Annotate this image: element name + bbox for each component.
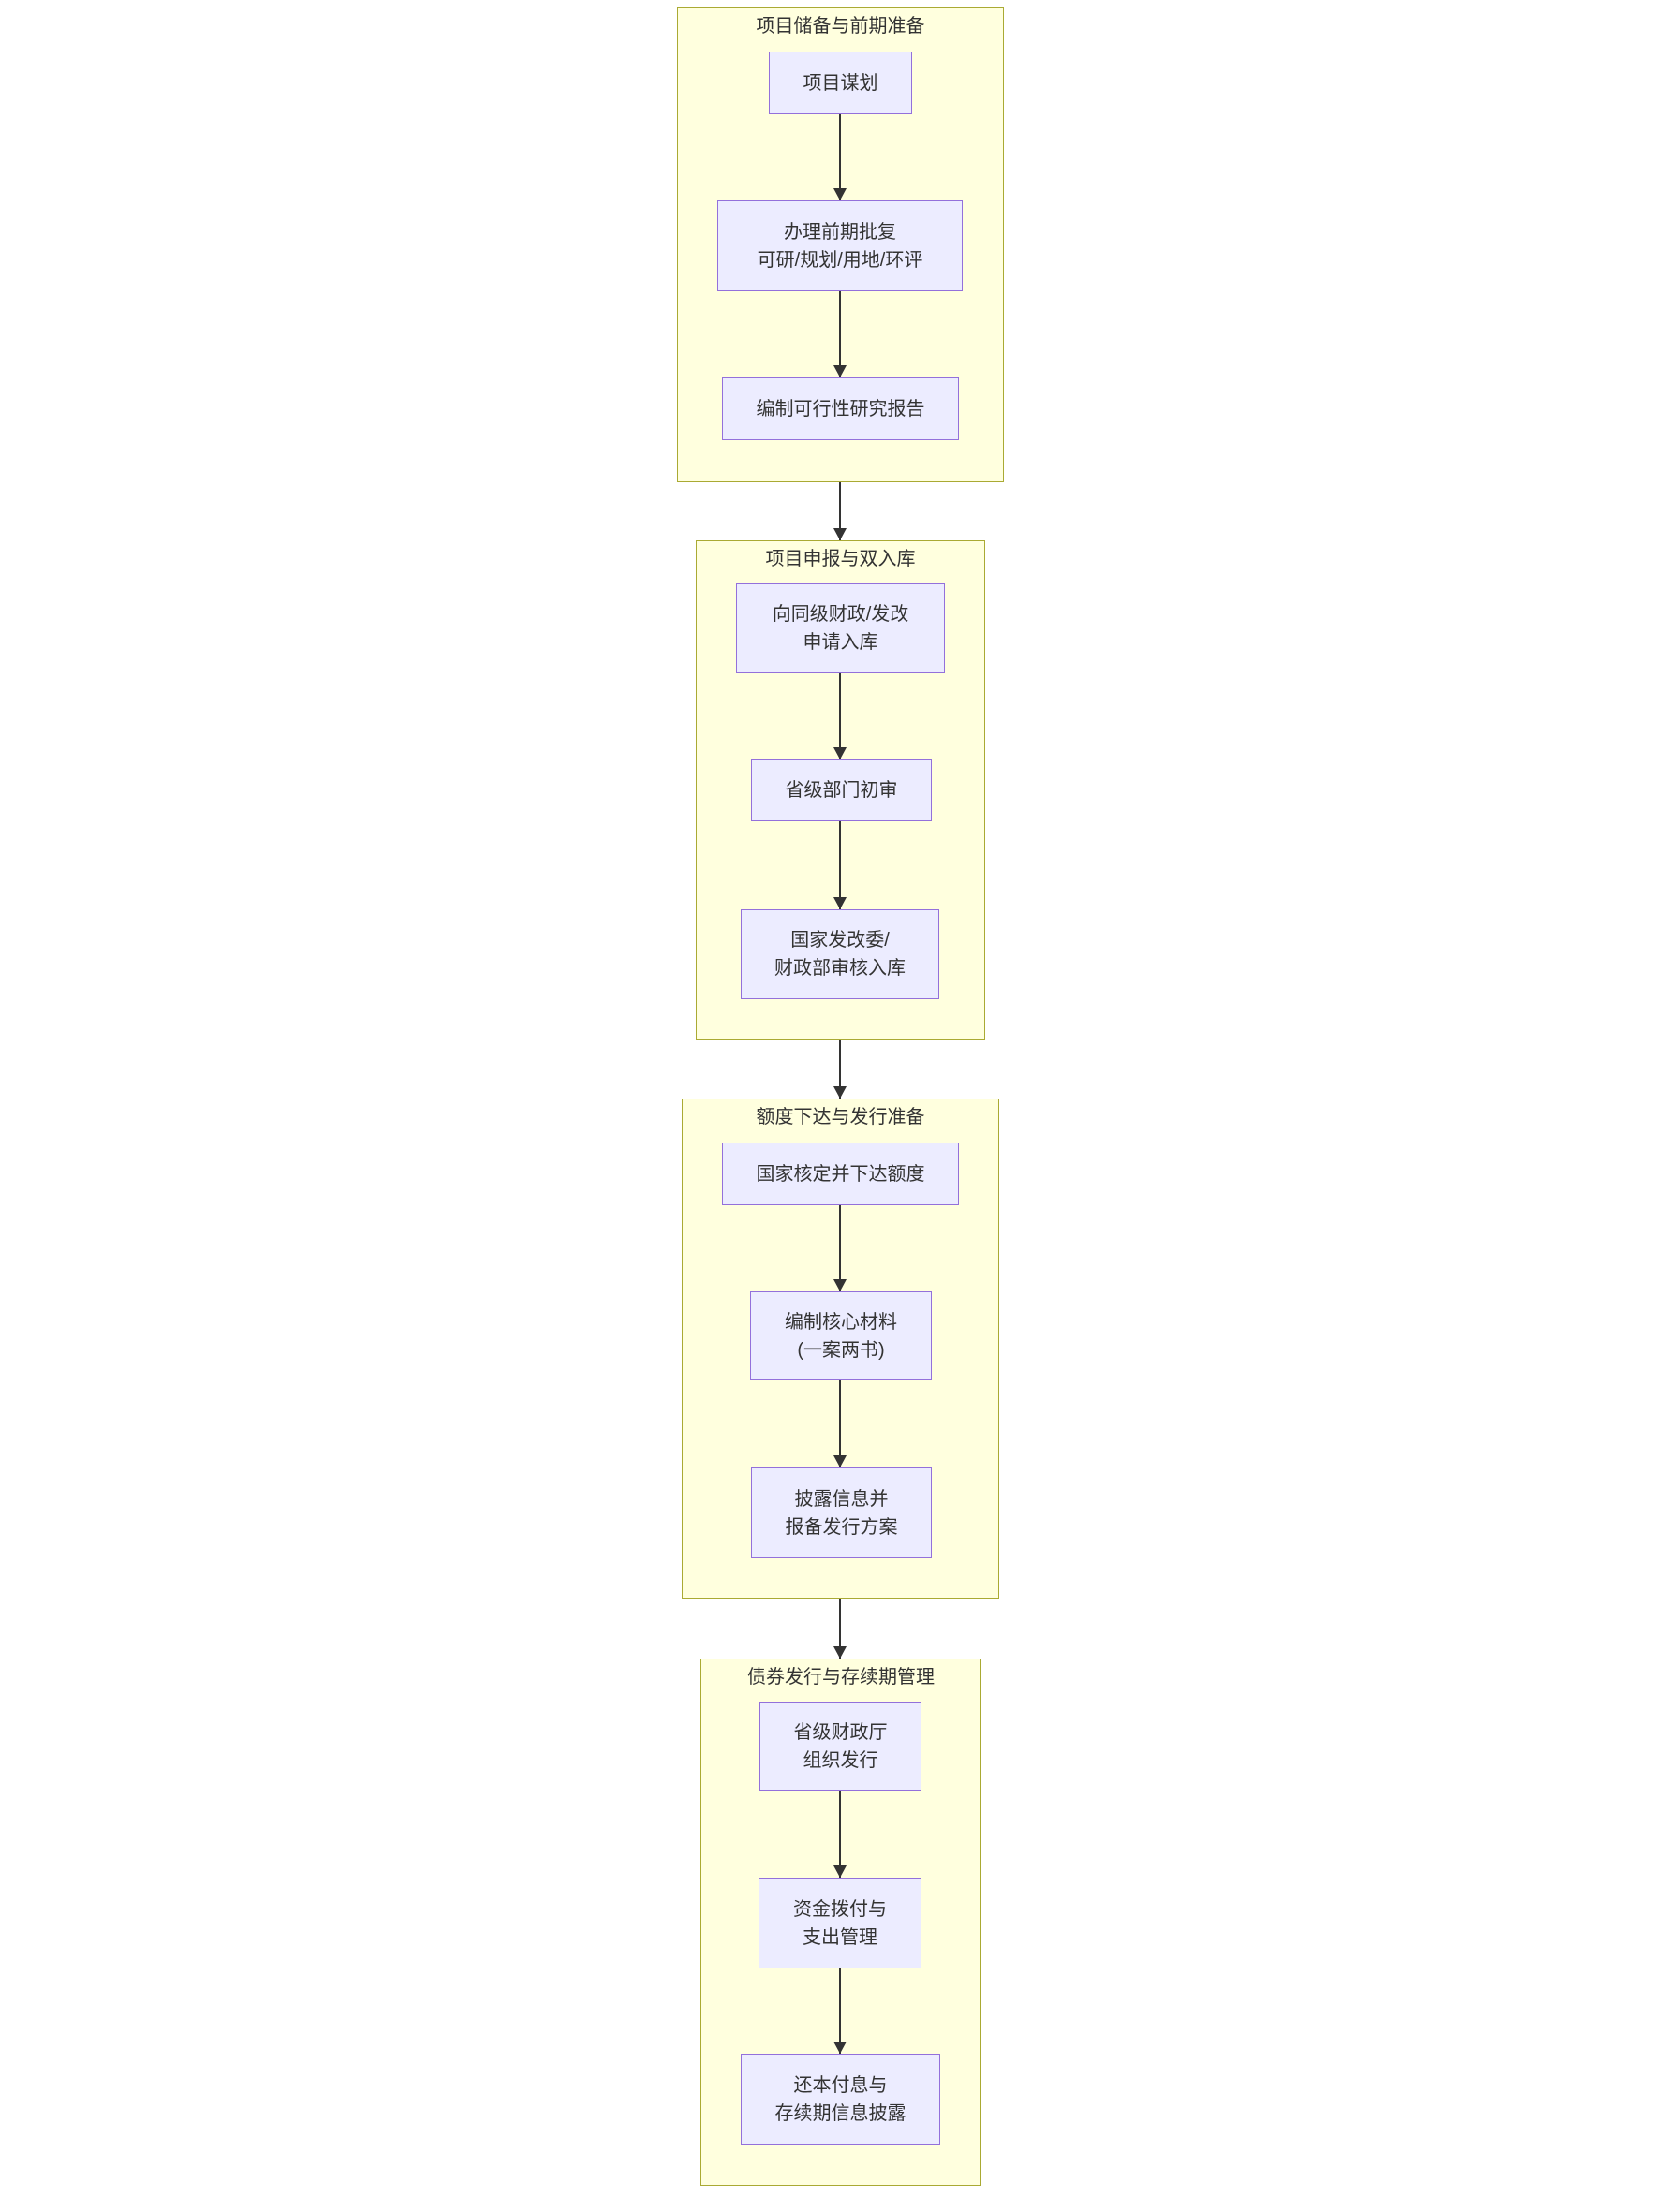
- flow-arrow-quota-to-materials: [833, 1205, 847, 1291]
- node-project-planning: 项目谋划: [769, 52, 912, 114]
- flow-arrow-provincial-to-national: [833, 821, 847, 909]
- flow-arrow-section2-to-section3: [833, 1040, 847, 1098]
- node-core-materials: 编制核心材料 (一案两书): [750, 1291, 932, 1380]
- flow-arrow-apply-to-provincial: [833, 673, 847, 759]
- node-quota-approved-issued: 国家核定并下达额度: [722, 1143, 959, 1205]
- flow-arrow-section1-to-section2: [833, 482, 847, 540]
- node-fund-allocation: 资金拨付与 支出管理: [759, 1878, 921, 1968]
- flow-arrow-planning-to-approvals: [833, 114, 847, 200]
- node-provincial-issuance: 省级财政厅 组织发行: [759, 1702, 921, 1791]
- node-disclosure-filing: 披露信息并 报备发行方案: [751, 1467, 932, 1558]
- flow-arrow-approvals-to-feasibility: [833, 291, 847, 377]
- cluster-title: 项目申报与双入库: [765, 549, 916, 569]
- cluster-title: 项目储备与前期准备: [756, 16, 925, 37]
- node-preliminary-approvals: 办理前期批复 可研/规划/用地/环评: [717, 200, 963, 291]
- node-national-review-storage: 国家发改委/ 财政部审核入库: [741, 909, 939, 999]
- flow-arrow-materials-to-disclosure: [833, 1380, 847, 1467]
- flow-arrow-issuance-to-allocation: [833, 1791, 847, 1878]
- cluster-title: 债券发行与存续期管理: [747, 1667, 935, 1688]
- node-apply-for-storage: 向同级财政/发改 申请入库: [736, 583, 945, 673]
- flow-arrow-allocation-to-repayment: [833, 1968, 847, 2054]
- node-provincial-initial-review: 省级部门初审: [751, 759, 932, 821]
- node-feasibility-report: 编制可行性研究报告: [722, 377, 959, 440]
- flow-arrow-section3-to-section4: [833, 1599, 847, 1659]
- node-repayment-disclosure: 还本付息与 存续期信息披露: [741, 2054, 940, 2145]
- cluster-title: 额度下达与发行准备: [756, 1107, 925, 1128]
